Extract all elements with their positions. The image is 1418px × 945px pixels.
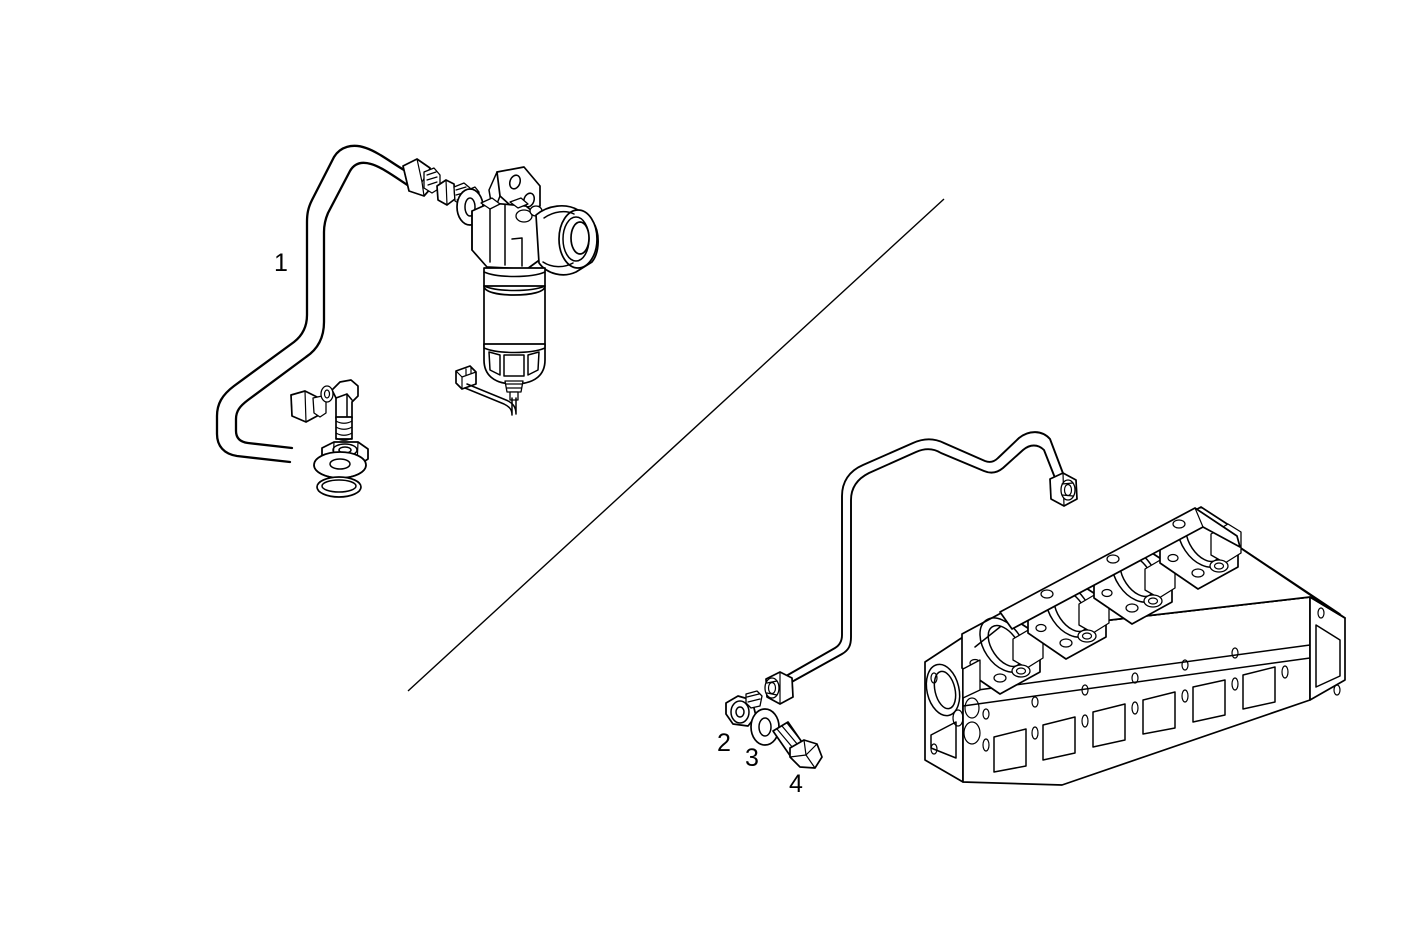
lower-union-nut bbox=[290, 390, 327, 423]
pipe-end-nut-right bbox=[1049, 472, 1078, 507]
fuel-supply-pipe bbox=[215, 144, 411, 464]
fuel-filter-assembly: 1 bbox=[215, 144, 599, 498]
elbow-fitting bbox=[320, 379, 359, 441]
upper-union-nut bbox=[402, 158, 441, 197]
pipe-end-nut-left bbox=[764, 671, 794, 705]
fuel-filter-head bbox=[471, 166, 599, 276]
callout-label-3: 3 bbox=[745, 744, 759, 772]
callout-label-2: 2 bbox=[717, 729, 731, 757]
fuel-filter-bowl bbox=[483, 267, 546, 401]
fuel-return-pipe bbox=[785, 431, 1065, 685]
cylinder-head-fuel-line-assembly: 2 3 4 bbox=[717, 431, 1346, 798]
hex-head-bolt bbox=[772, 721, 823, 769]
callout-label-4: 4 bbox=[789, 770, 803, 798]
o-ring bbox=[316, 476, 362, 498]
callout-label-1: 1 bbox=[274, 249, 288, 277]
cylinder-head bbox=[924, 506, 1346, 786]
diagonal-separator bbox=[407, 198, 945, 692]
flat-washer bbox=[313, 451, 367, 479]
sealing-washer bbox=[750, 708, 780, 746]
water-in-fuel-sensor bbox=[455, 365, 517, 416]
